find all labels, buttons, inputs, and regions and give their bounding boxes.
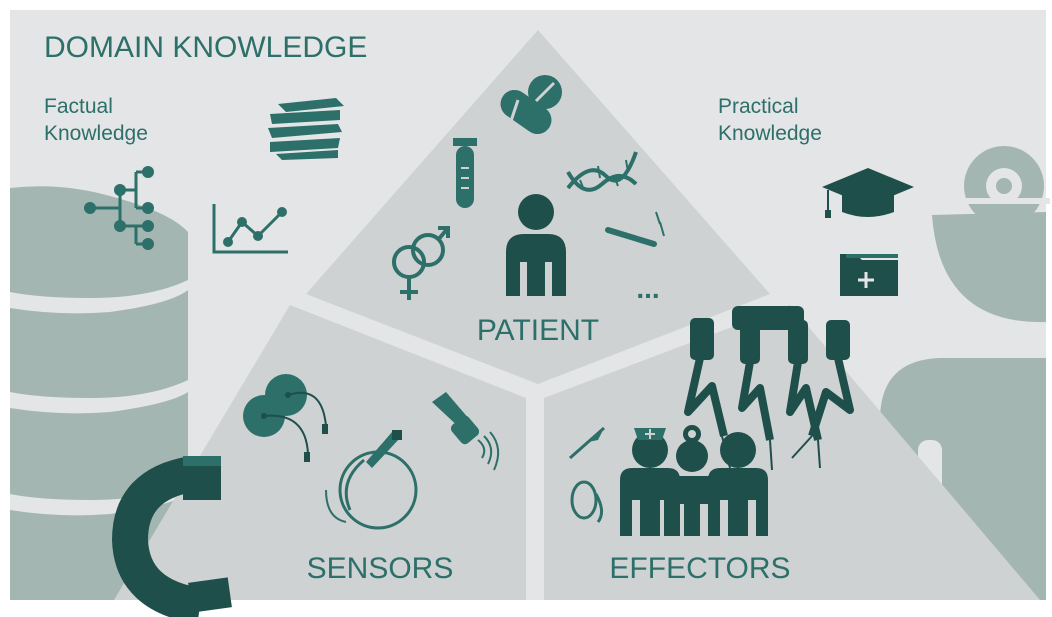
pill-capsule-icon	[500, 89, 552, 135]
ellipsis-text: ...	[636, 273, 659, 304]
graduation-cap-icon	[822, 168, 914, 218]
tree-node	[142, 220, 154, 232]
medical-folder-icon	[840, 254, 898, 296]
cigarette-icon	[605, 211, 665, 247]
gender-symbols-icon	[392, 226, 450, 300]
patient-label: PATIENT	[477, 314, 599, 347]
diagram-title: DOMAIN KNOWLEDGE	[44, 31, 367, 64]
practical-label-line2: Knowledge	[718, 122, 822, 145]
ecg-electrodes-icon	[243, 374, 328, 462]
surgical-robot-icon	[684, 306, 854, 471]
pill-tablet-icon	[528, 75, 562, 109]
medical-team-icon	[620, 428, 768, 536]
practical-label-line1: Practical	[718, 95, 799, 118]
sensors-label: SENSORS	[307, 552, 454, 585]
patient-icon	[506, 194, 566, 296]
books-icon	[268, 98, 344, 160]
doctor-head-mirror-icon	[683, 425, 701, 443]
tree-node	[114, 220, 126, 232]
endoscope-icon	[325, 430, 418, 530]
ultrasound-probe-icon	[432, 392, 500, 471]
test-tube-icon	[453, 138, 477, 208]
oxygen-mask-icon	[570, 480, 603, 523]
tree-node	[142, 166, 154, 178]
effectors-label: EFFECTORS	[609, 552, 790, 585]
c-arm-xray-icon	[111, 456, 232, 617]
factual-label-line1: Factual	[44, 95, 113, 118]
line-chart-icon	[212, 204, 288, 254]
dna-icon	[566, 151, 638, 192]
factual-label-line2: Knowledge	[44, 122, 148, 145]
tree-node	[142, 202, 154, 214]
tree-node	[142, 238, 154, 250]
head-mirror-icon	[950, 168, 1050, 204]
tree-node	[114, 184, 126, 196]
tree-node	[84, 202, 96, 214]
scalpel-icon	[569, 426, 605, 460]
nurse-cap-cross-icon	[645, 429, 655, 439]
sensors-panel	[114, 305, 526, 600]
